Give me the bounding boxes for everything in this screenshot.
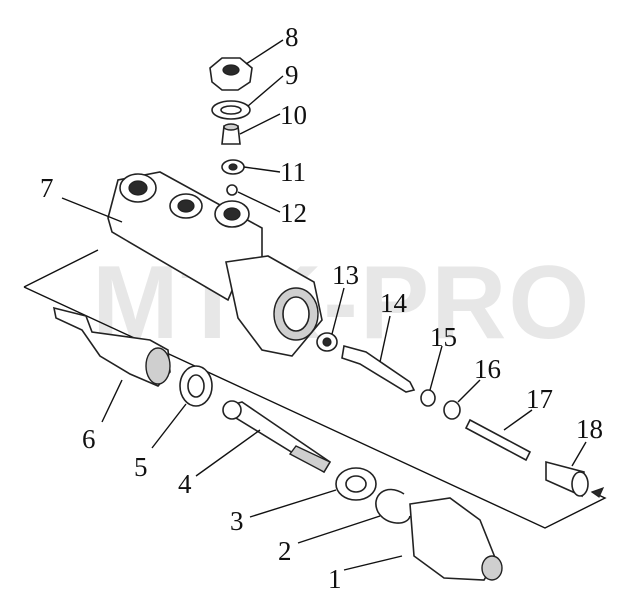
part-18-sleeve: [545, 460, 589, 498]
part-8-nut: [209, 57, 253, 91]
callout-12: 12: [280, 198, 307, 228]
part-1-dust-boot: [409, 497, 503, 581]
part-11-seat: [221, 159, 245, 175]
callout-17: 17: [526, 384, 553, 414]
part-17-spring: [464, 418, 532, 462]
part-12-ball: [226, 184, 238, 196]
part-7-cylinder-body: [107, 171, 323, 357]
part-10-fitting: [221, 123, 241, 145]
part-15-cup: [420, 389, 436, 407]
callout-8: 8: [285, 22, 299, 52]
callout-18: 18: [576, 414, 603, 444]
callout-9: 9: [285, 60, 299, 90]
outline-arrowhead: [590, 486, 605, 498]
callout-3: 3: [230, 506, 244, 536]
part-9-washer: [211, 100, 251, 120]
callout-labels: 1 2 3 4 5 6 7 8 9 10 11 12 13 14 15 16 1…: [40, 22, 603, 594]
callout-10: 10: [280, 100, 307, 130]
part-4-push-rod: [222, 400, 332, 474]
callout-1: 1: [328, 564, 342, 594]
part-3-washer: [335, 467, 377, 501]
callout-14: 14: [380, 288, 408, 318]
part-13-nut: [316, 332, 338, 352]
callout-7: 7: [40, 173, 54, 203]
part-16-seal: [443, 400, 461, 420]
callout-2: 2: [278, 536, 292, 566]
callout-6: 6: [82, 424, 96, 454]
callout-5: 5: [134, 452, 148, 482]
callout-4: 4: [178, 469, 192, 499]
callout-13: 13: [332, 260, 359, 290]
callout-16: 16: [474, 354, 501, 384]
part-2-snap-ring: [375, 488, 411, 524]
leader-lines: [61, 39, 587, 571]
part-14-piston: [341, 344, 416, 393]
callout-15: 15: [430, 322, 457, 352]
callout-11: 11: [280, 157, 306, 187]
part-5-bushing: [179, 365, 213, 407]
part-6-end-boot: [52, 306, 171, 387]
